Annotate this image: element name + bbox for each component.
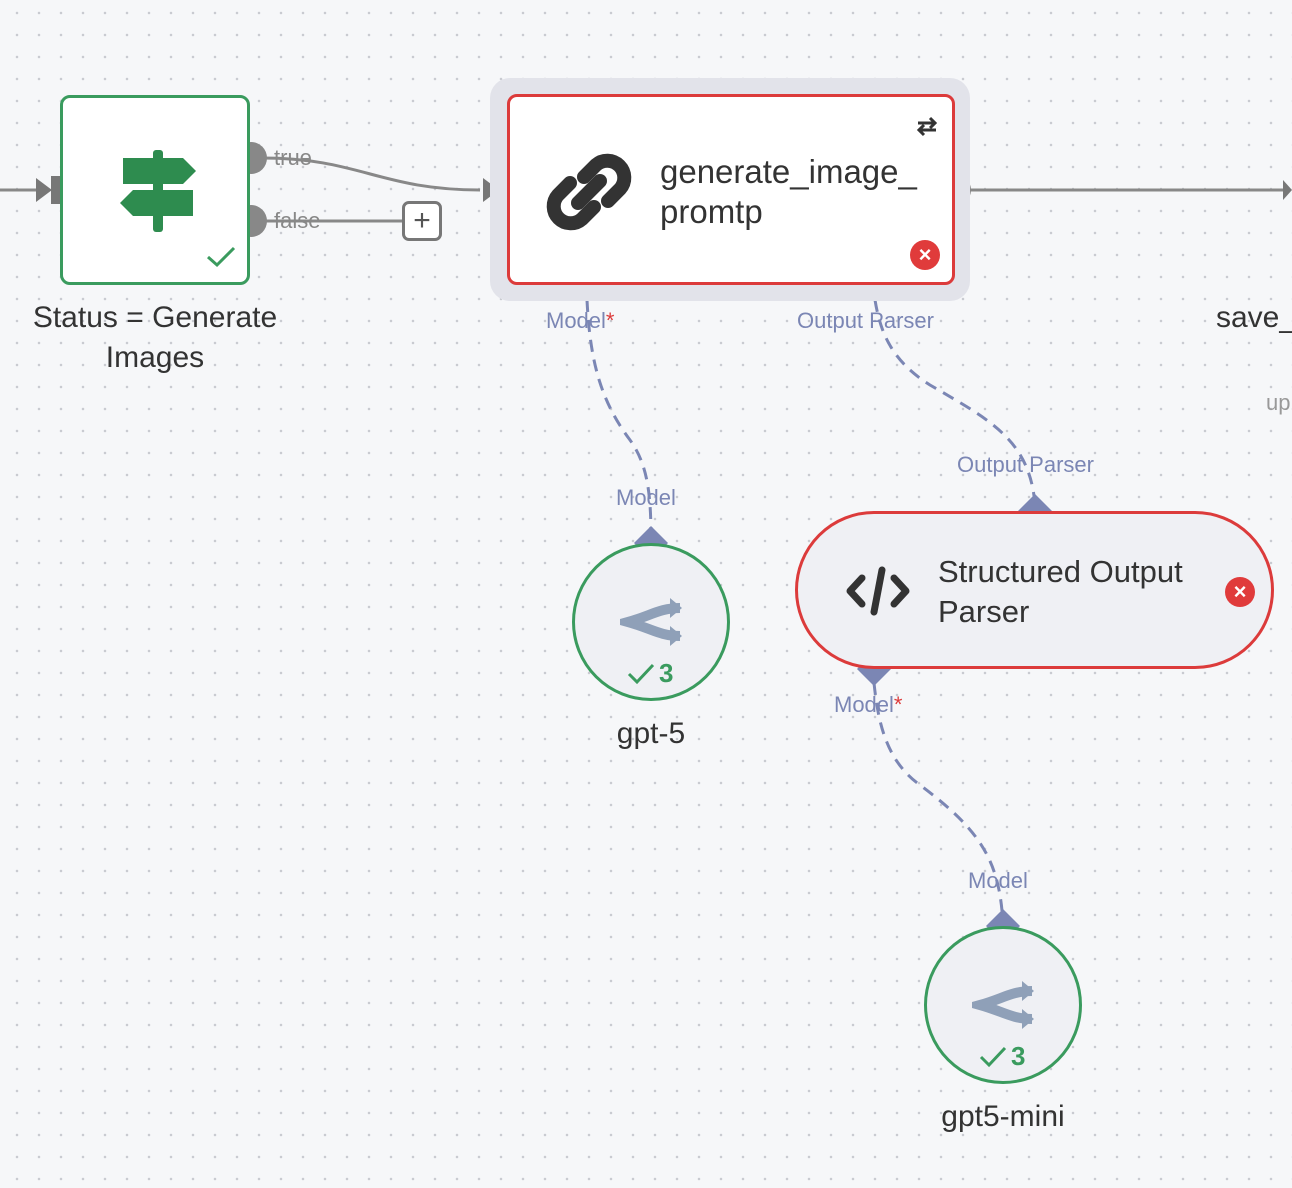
- branch-true-label: true: [274, 145, 312, 170]
- openai-model-icon: [972, 981, 1034, 1029]
- openai-model-icon: [620, 598, 682, 646]
- agent-title: generate_image_ promtp: [660, 153, 917, 230]
- error-icon[interactable]: ×: [910, 240, 940, 270]
- link-icon: [546, 153, 632, 231]
- signpost-icon: [120, 150, 196, 232]
- repeat-icon: [916, 116, 938, 137]
- success-count: 3: [979, 1041, 1025, 1072]
- add-node-button[interactable]: +: [402, 201, 442, 241]
- parser-input-port-label: Output Parser: [957, 452, 1094, 477]
- agent-model-port-label: Model*: [546, 308, 615, 333]
- parser-model-port-label: Model*: [834, 692, 903, 717]
- code-icon: [846, 566, 910, 616]
- agent-node[interactable]: generate_image_ promtp ×: [507, 94, 955, 285]
- agent-parser-port-label: Output Parser: [797, 308, 934, 333]
- gpt5-label: gpt-5: [616, 717, 686, 750]
- branch-false-label: false: [274, 208, 321, 233]
- gpt5mini-port-label: Model: [968, 868, 1028, 893]
- check-icon: [207, 246, 236, 268]
- if-node[interactable]: [60, 95, 250, 285]
- gpt5mini-label: gpt5-mini: [941, 1100, 1065, 1133]
- error-icon[interactable]: ×: [1225, 577, 1255, 607]
- gpt5-port-label: Model: [616, 485, 676, 510]
- parser-title: Structured Output Parser: [938, 554, 1183, 629]
- success-count: 3: [627, 658, 673, 689]
- plus-icon: +: [413, 204, 431, 237]
- check-icon: [627, 663, 655, 684]
- if-node-label: Status = Generate Images: [32, 301, 278, 374]
- offscreen-node-sublabel: up: [1266, 390, 1291, 415]
- check-icon: [979, 1046, 1007, 1067]
- gpt5-model-node[interactable]: 3: [572, 543, 730, 701]
- parser-node[interactable]: Structured Output Parser ×: [795, 511, 1274, 669]
- gpt5mini-model-node[interactable]: 3: [924, 926, 1082, 1084]
- offscreen-node-label: save_: [1216, 301, 1292, 334]
